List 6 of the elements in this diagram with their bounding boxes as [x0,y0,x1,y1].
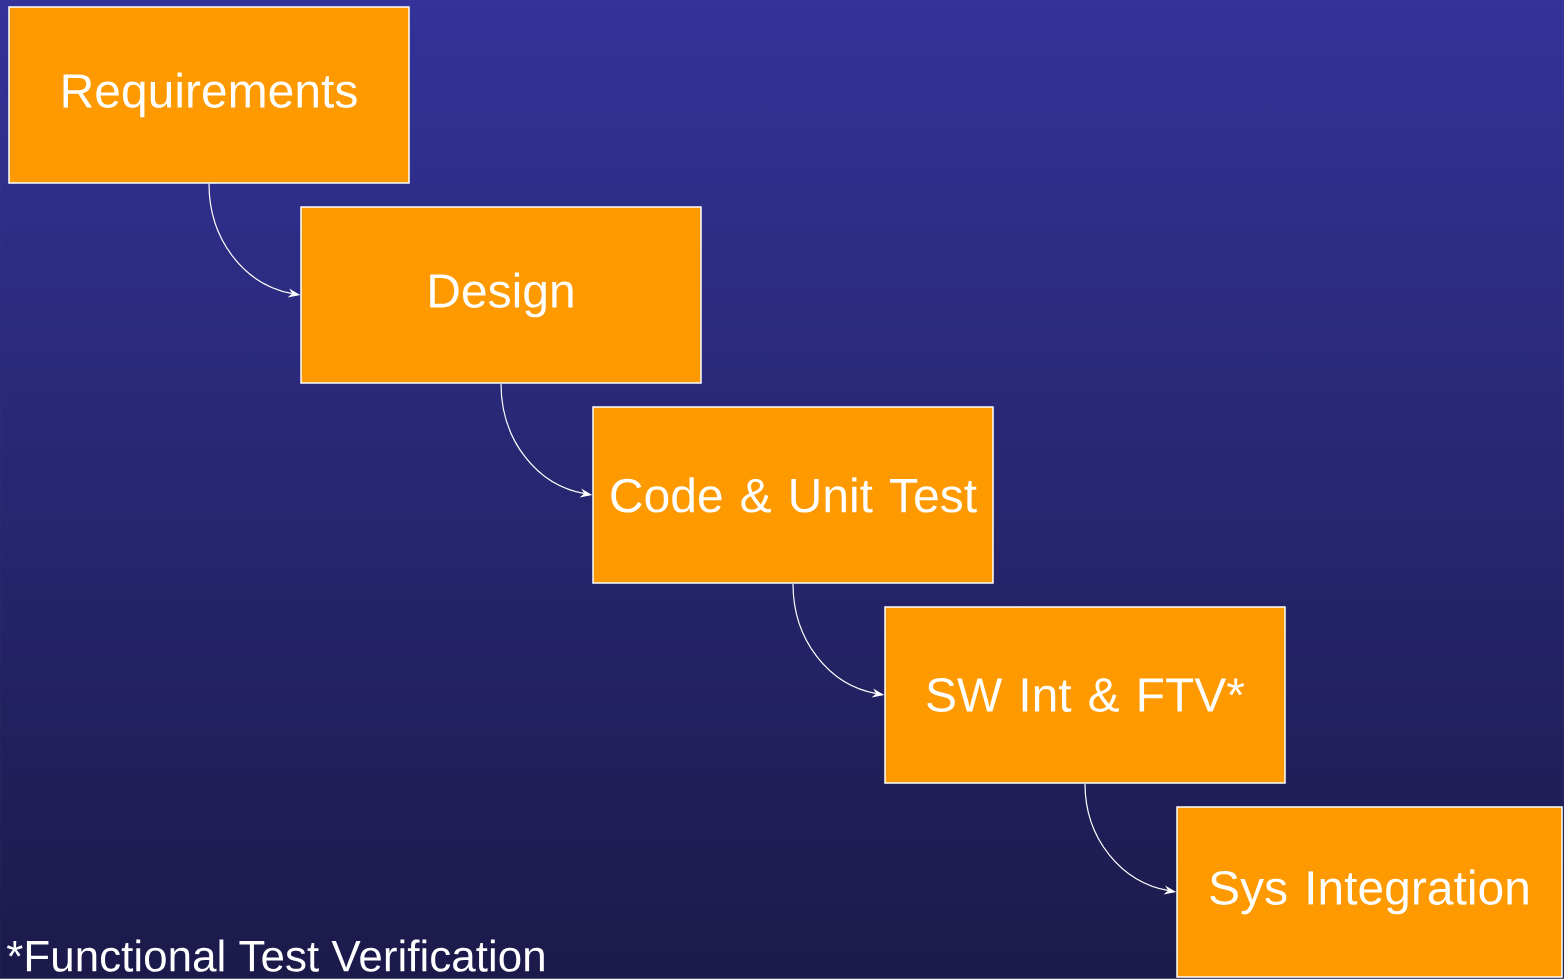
process-box: Requirements [8,6,410,184]
process-box: Design [300,206,702,384]
footnote-text: *Functional Test Verification [6,939,544,972]
process-box: Code & Unit Test [592,406,994,584]
process-box: SW Int & FTV* [884,606,1286,784]
process-box: Sys Integration [1176,806,1563,978]
